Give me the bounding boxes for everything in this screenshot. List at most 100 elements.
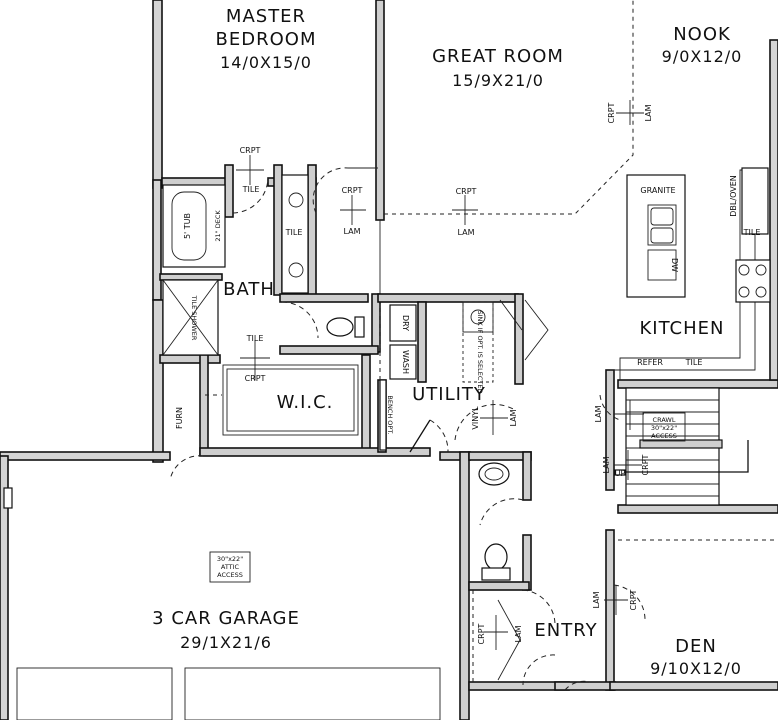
crpt-wic: CRPT (245, 374, 266, 383)
stairs (614, 387, 749, 506)
wall-garage-left (0, 455, 9, 720)
furn-label: FURN (175, 407, 184, 429)
double-vanity (281, 174, 309, 294)
wall-wic-top-left (159, 354, 221, 364)
double-oven (741, 167, 769, 235)
cooktop (735, 259, 771, 303)
great-room-dims: 15/9X21/0 (452, 71, 544, 90)
wall-den-bottom-b (609, 681, 778, 691)
dbl-oven-label: DBL/OVEN (729, 175, 738, 216)
den-dims: 9/10X12/0 (650, 659, 742, 678)
wall-toilet-bottom (279, 345, 379, 355)
lam-hall: LAM (343, 227, 360, 236)
refer-label: REFER (637, 358, 663, 367)
wall-vanity-left (273, 164, 283, 296)
lam-nook: LAM (644, 104, 653, 121)
deck-label: 21" DECK (214, 210, 222, 242)
bath-label: BATH (223, 279, 275, 300)
annotations: CRPT TILE CRPT LAM CRPT LAM TILE CRPT LA… (175, 102, 760, 644)
great-room-lines (379, 0, 771, 380)
vinyl-label: VINYL (471, 406, 480, 430)
lam-landing: LAM (602, 456, 611, 473)
wall-wic-right (361, 354, 371, 451)
dw-label: DW (670, 258, 679, 272)
den-label: DEN (675, 636, 717, 657)
wall-garage-right (459, 451, 470, 720)
wall-den-bottom (554, 681, 616, 691)
nook-dims: 9/0X12/0 (662, 47, 743, 66)
attic-label-1: 30"x22" (217, 555, 243, 563)
garage-label: 3 CAR GARAGE (152, 608, 300, 629)
great-room-label: GREAT ROOM (432, 46, 564, 67)
entry-label: ENTRY (534, 620, 597, 641)
crpt-hall: CRPT (342, 186, 363, 195)
crawl-label-1: CRAWL (653, 416, 676, 424)
doors (3, 167, 686, 720)
wall-garage-top (199, 447, 431, 457)
lam-utility: LAM (509, 409, 518, 426)
wic-shelves (222, 364, 359, 436)
crpt-nook: CRPT (607, 102, 616, 123)
wall-den-left (605, 529, 615, 691)
wall-stair-top (617, 379, 778, 389)
nook-label: NOOK (673, 24, 731, 45)
kitchen-label: KITCHEN (640, 318, 725, 339)
dryer (389, 304, 417, 342)
lam-den: LAM (592, 591, 601, 608)
wall-master-left (152, 0, 163, 189)
master-bedroom-label-2: BEDROOM (216, 29, 317, 50)
wall-shower-top (159, 273, 223, 281)
bench-opt-label: BENCH OPT. (386, 395, 394, 434)
utility-fixtures (379, 301, 494, 451)
crawl-label-2: 30"x22" (651, 424, 677, 432)
lam-closet: LAM (514, 625, 523, 642)
floor-transitions (205, 100, 778, 682)
wall-garage-top-left (0, 451, 171, 461)
crpt-master: CRPT (240, 146, 261, 155)
wall-powder-top (468, 451, 532, 461)
granite-label: GRANITE (640, 186, 675, 195)
tile-kitchen-2: TILE (685, 358, 703, 367)
toilet (326, 317, 354, 337)
sink-if-opt-label: SINK IF OPT. IS SELECTED (476, 310, 484, 393)
crpt-closet: CRPT (477, 623, 486, 644)
attic-label-3: ACCESS (217, 571, 243, 579)
master-bedroom-dims: 14/0X15/0 (220, 53, 312, 72)
attic-label-2: ATTIC (221, 563, 240, 571)
bath-fixtures (162, 174, 365, 356)
wall-vanity-right (307, 164, 317, 296)
crpt-great: CRPT (456, 187, 477, 196)
crpt-landing: CRPT (641, 454, 650, 475)
wall-powder-bottom (468, 581, 530, 591)
wall-bath-mid (279, 293, 369, 303)
tile-shower-label: TILE SHOWER (190, 295, 198, 341)
tub-label: 5' TUB (183, 213, 192, 239)
crawl-label-3: ACCESS (651, 432, 677, 440)
wall-laundry-divider (417, 301, 427, 383)
kitchen-island (626, 174, 686, 298)
wall-bath-a (224, 164, 234, 218)
wall-den-top (617, 504, 778, 514)
up-label: UP (615, 469, 626, 478)
washer (389, 344, 417, 380)
room-labels: MASTER BEDROOM 14/0X15/0 GREAT ROOM 15/9… (152, 6, 743, 678)
lam-great: LAM (457, 228, 474, 237)
powder-toilet (484, 543, 508, 571)
tile-wic: TILE (246, 334, 264, 343)
wall-bath-left (152, 179, 162, 301)
wash-label: WASH (401, 350, 410, 374)
master-bedroom-label-1: MASTER (226, 6, 306, 27)
powder-sink (478, 462, 510, 486)
wall-master-right (375, 0, 385, 221)
utility-label: UTILITY (412, 384, 486, 405)
tile-kitchen: TILE (743, 228, 761, 237)
wic-label: W.I.C. (277, 392, 334, 413)
wall-utility-top (377, 293, 519, 303)
wall-furn-left (152, 299, 164, 463)
dry-label: DRY (401, 315, 410, 331)
great-room-boundary (384, 0, 634, 215)
crpt-den: CRPT (629, 589, 638, 610)
wall-entry-bottom (468, 681, 570, 691)
